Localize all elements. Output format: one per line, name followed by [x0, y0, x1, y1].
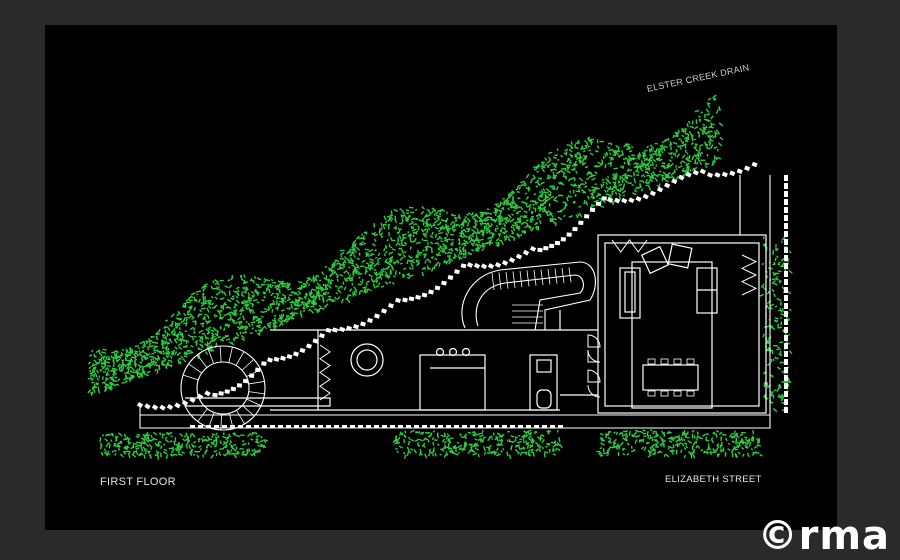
street-label: ELIZABETH STREET: [665, 474, 762, 485]
floor-label: FIRST FLOOR: [100, 476, 176, 488]
central-stair: [461, 261, 596, 331]
dining-chairs: [647, 358, 695, 397]
stair-treads: [491, 267, 572, 324]
doors: [587, 334, 601, 398]
zigzag-screens: [319, 239, 758, 401]
east-boundary-wall: [190, 175, 788, 428]
copyright-logo: ©rma: [757, 513, 890, 559]
house-walls: [185, 175, 767, 414]
spiral-stair: [180, 345, 266, 431]
vegetation-foliage: [87, 94, 793, 460]
spiral-stair-treads: [182, 346, 265, 430]
boundary-wall: [136, 161, 758, 411]
